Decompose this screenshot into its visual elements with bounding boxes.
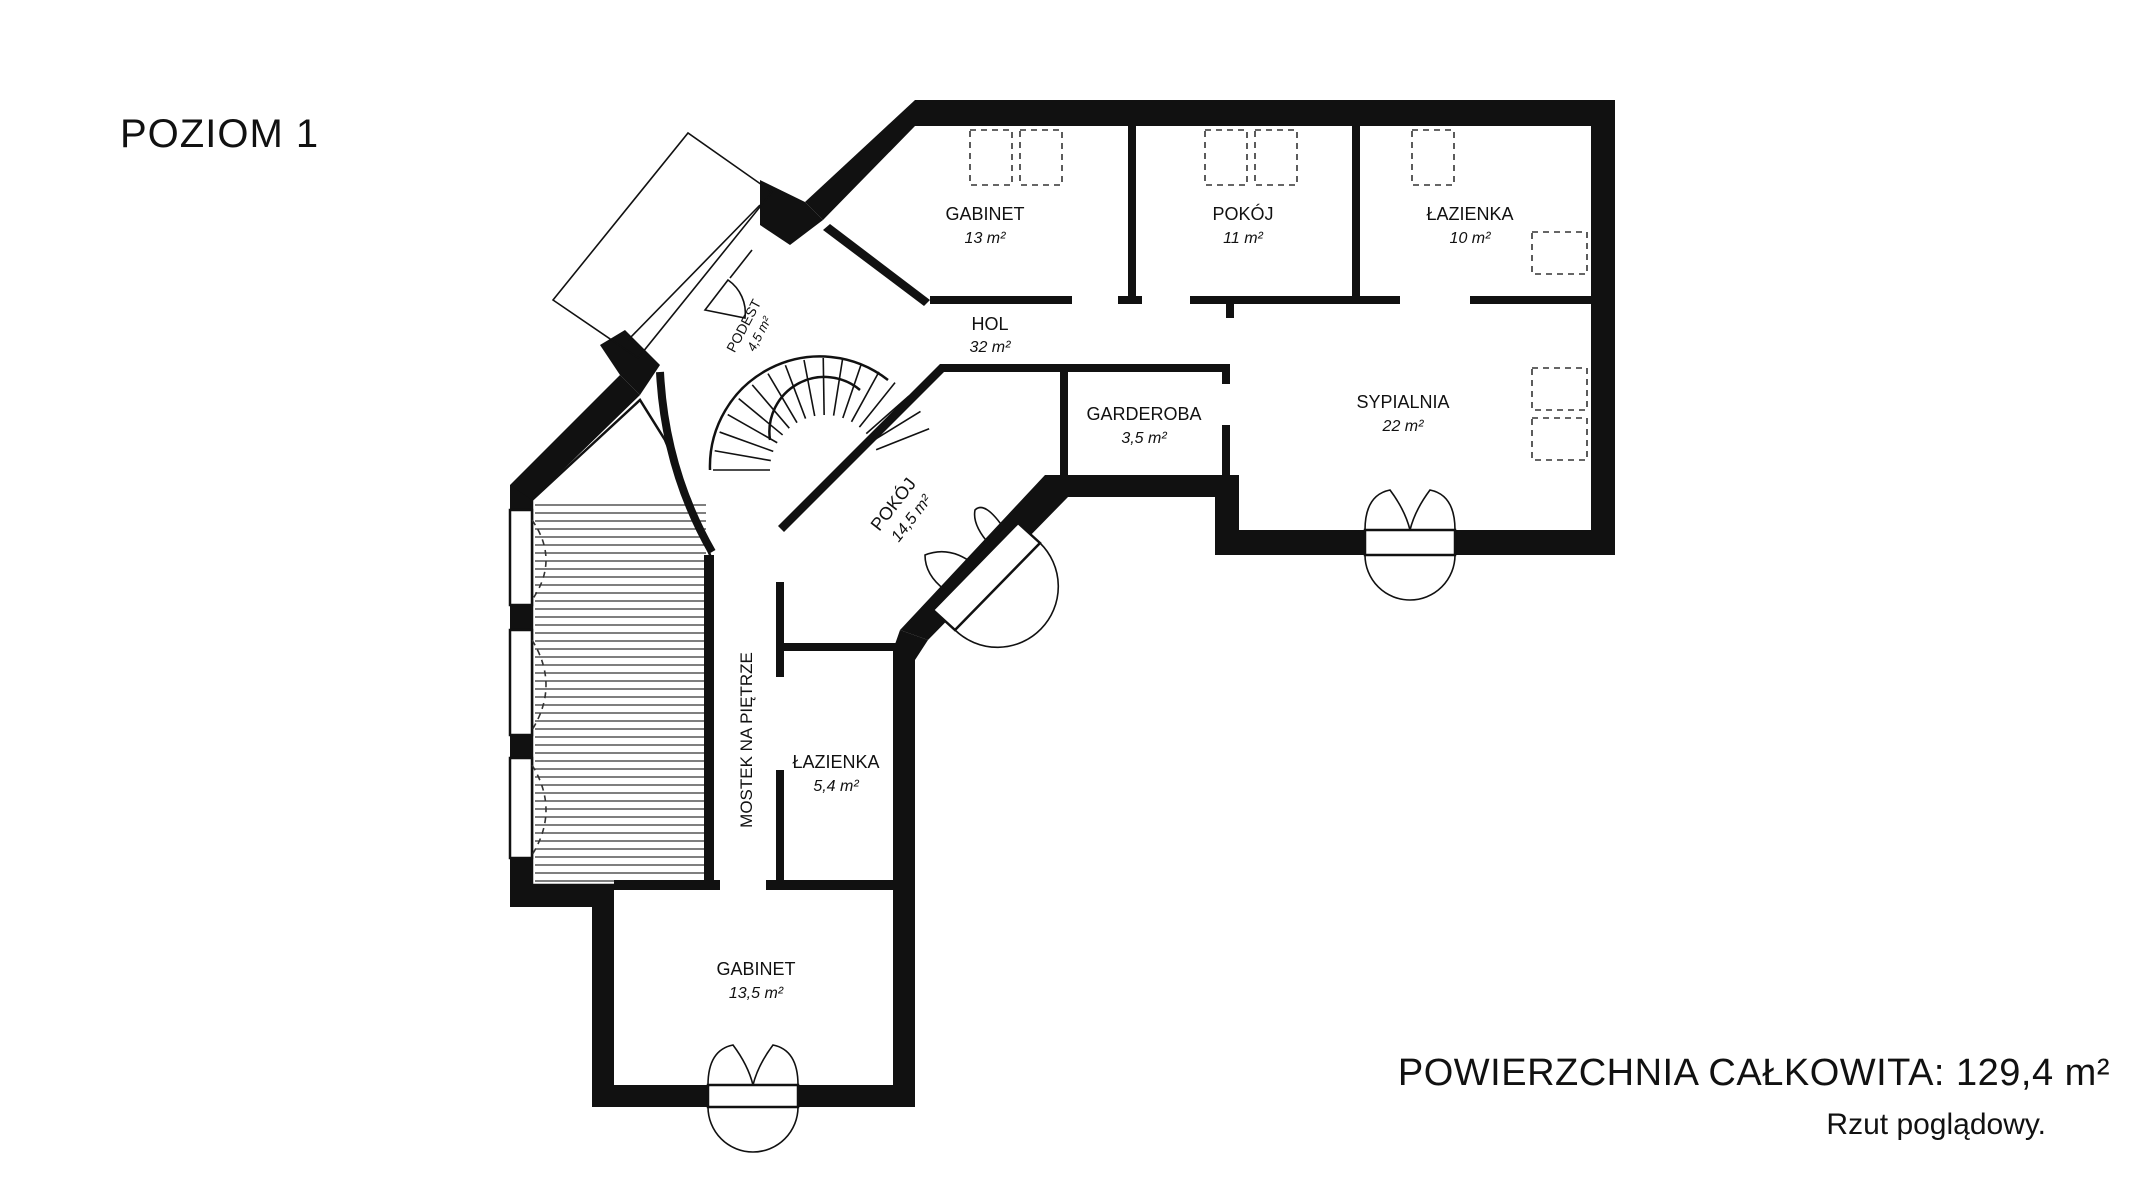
room-podest: PODEST 4,5 m² — [723, 296, 775, 355]
room-lazienka-top: ŁAZIENKA 10 m² — [1426, 204, 1513, 247]
stair-tread — [842, 363, 863, 419]
stair-tread — [714, 449, 771, 462]
stair-tread — [858, 382, 896, 428]
stair-tread — [738, 397, 784, 436]
room-area: 3,5 m² — [1121, 430, 1167, 447]
stair-tread — [875, 428, 930, 451]
plan-note: Rzut poglądowy. — [1826, 1108, 2046, 1141]
room-name: ŁAZIENKA — [792, 752, 879, 772]
balcony — [551, 131, 774, 360]
room-name: GABINET — [716, 959, 795, 979]
stair-tread — [850, 371, 880, 423]
room-area: 10 m² — [1450, 230, 1492, 247]
room-area: 32 m² — [970, 339, 1012, 356]
outer-walls — [510, 100, 1615, 1107]
room-pokoj-mid: POKÓJ 14,5 m² — [866, 473, 936, 545]
stair-tread — [751, 384, 790, 429]
room-sypialnia: SYPIALNIA 22 m² — [1356, 392, 1449, 435]
furniture — [969, 129, 1588, 461]
stair-tread — [784, 364, 807, 419]
room-pokoj-top: POKÓJ 11 m² — [1212, 203, 1273, 247]
interior-walls — [614, 126, 1591, 890]
spiral-stairs — [708, 355, 930, 471]
stair-tread — [865, 395, 910, 435]
room-name: SYPIALNIA — [1356, 392, 1449, 412]
level-title: POZIOM 1 — [120, 112, 320, 156]
room-garderoba: GARDEROBA 3,5 m² — [1086, 404, 1201, 447]
stair-tread — [832, 359, 844, 416]
room-area: 22 m² — [1382, 418, 1425, 435]
room-name: ŁAZIENKA — [1426, 204, 1513, 224]
room-gabinet-top: GABINET 13 m² — [945, 204, 1024, 247]
room-lazienka-bottom: ŁAZIENKA 5,4 m² — [792, 752, 879, 795]
doors — [706, 489, 1457, 1153]
room-area: 13 m² — [965, 230, 1007, 247]
stair-tread — [822, 358, 825, 416]
stair-tread — [803, 359, 816, 417]
terrace — [508, 398, 712, 887]
room-name: POKÓJ — [1212, 203, 1273, 224]
room-name: HOL — [971, 314, 1008, 334]
room-area: 11 m² — [1223, 230, 1263, 247]
room-hol: HOL 32 m² — [970, 314, 1012, 356]
stair-tread — [727, 413, 778, 444]
room-area: 13,5 m² — [729, 985, 784, 1002]
room-area: 5,4 m² — [813, 778, 859, 795]
corridor-label: MOSTEK NA PIĘTRZE — [737, 652, 756, 828]
room-name: GABINET — [945, 204, 1024, 224]
stair-tread — [767, 373, 798, 424]
room-gabinet-bottom: GABINET 13,5 m² — [716, 959, 795, 1002]
total-area: POWIERZCHNIA CAŁKOWITA: 129,4 m² — [1397, 1052, 2110, 1094]
room-name: GARDEROBA — [1086, 404, 1201, 424]
stair-tread — [871, 410, 921, 442]
stair-tread — [719, 431, 774, 453]
